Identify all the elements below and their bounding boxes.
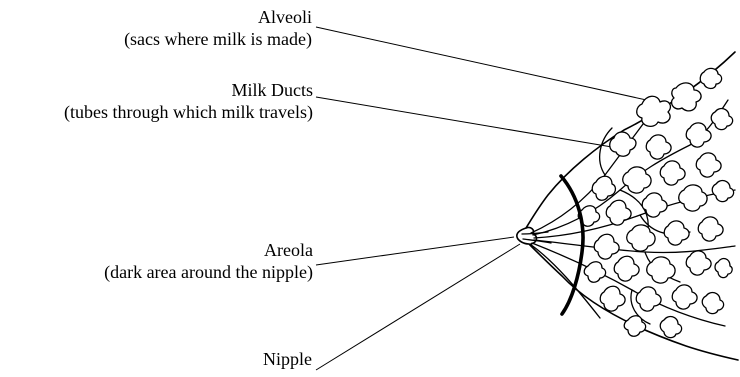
alveoli-lobule: [610, 132, 636, 156]
alveoli-lobule: [686, 123, 711, 147]
leader-line-alveoli: [316, 27, 651, 101]
leader-line-areola: [316, 237, 514, 265]
alveoli-lobule: [647, 257, 675, 283]
alveoli-lobule: [627, 225, 655, 251]
alveoli-lobule: [600, 286, 625, 311]
alveoli-lobule: [686, 251, 711, 275]
alveoli-lobule: [696, 153, 721, 177]
alveoli-lobule: [712, 181, 733, 202]
alveoli-lobule: [594, 234, 619, 259]
alveoli-lobule: [672, 285, 697, 309]
alveoli-lobule: [672, 83, 702, 111]
alveoli-lobule: [702, 293, 723, 314]
alveoli-clusters: [578, 68, 733, 337]
breast-outline: [517, 52, 738, 360]
alveoli-lobule: [698, 217, 723, 241]
alveoli-lobule: [679, 185, 707, 211]
alveoli-lobule: [606, 200, 631, 225]
leader-line-nipple: [316, 244, 520, 370]
alveoli-lobule: [636, 287, 661, 311]
alveoli-lobule: [614, 256, 639, 281]
alveoli-lobule: [660, 317, 681, 338]
alveoli-lobule: [660, 161, 685, 185]
alveoli-lobule: [715, 259, 732, 278]
alveoli-lobule: [623, 167, 651, 193]
alveoli-lobule: [646, 135, 671, 159]
nipple-shape: [526, 227, 537, 244]
leader-line-milk-ducts: [316, 97, 612, 147]
alveoli-lobule: [664, 221, 689, 245]
alveoli-lobule: [584, 262, 605, 283]
alveoli-lobule: [637, 96, 671, 126]
alveoli-lobule: [700, 68, 721, 88]
alveoli-lobule: [711, 109, 732, 130]
breast-contour: [517, 52, 738, 360]
